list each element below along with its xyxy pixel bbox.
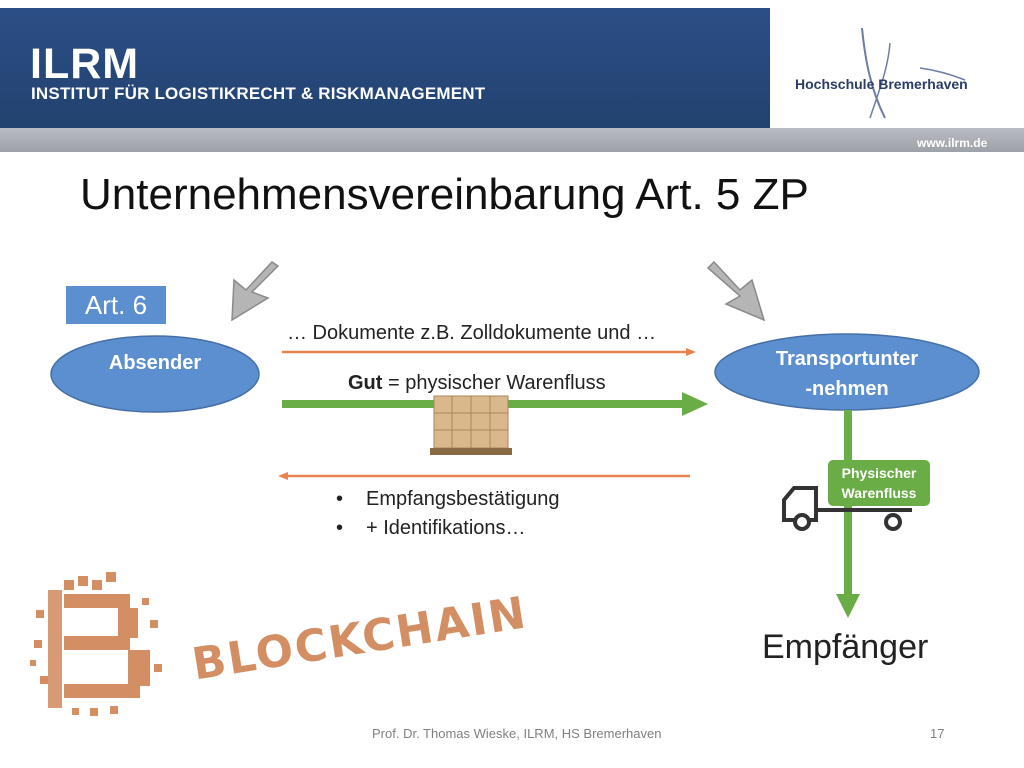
gray-arrow-right [706,260,766,322]
physical-flow-box: Physischer Warenfluss [828,460,930,506]
blockchain-b-logo [30,572,162,716]
goods-label-bold: Gut [348,372,383,394]
goods-label: Gut = physischer Warenfluss [348,372,606,395]
slide-title: Unternehmensvereinbarung Art. 5 ZP [80,170,809,219]
pallet-boxes-icon [430,395,512,455]
sender-ellipse [50,335,260,413]
carrier-label: Transportunter -nehmen [716,344,978,404]
carrier-label-line2: -nehmen [805,378,889,400]
article-badge: Art. 6 [66,286,166,324]
header-stripe [0,128,1024,152]
sender-label: Absender [108,352,202,374]
page-number: 17 [930,726,945,741]
physical-flow-line2: Warenfluss [841,485,917,501]
logo-title: ILRM [30,40,140,88]
gray-arrow-left [231,261,280,322]
return-arrow [278,472,690,480]
list-item: •Empfangsbestätigung [336,488,560,510]
logo-subtitle: INSTITUT FÜR LOGISTIKRECHT & RISKMANAGEM… [31,84,486,103]
physical-flow-line1: Physischer [841,465,917,481]
receiver-label: Empfänger [762,628,929,666]
carrier-label-line1: Transportunter [775,348,919,370]
blockchain-wordmark: BLOCKCHAIN [189,587,531,690]
school-name: Hochschule Bremerhaven [795,76,968,92]
truck-icon [782,486,912,531]
website-url[interactable]: www.ilrm.de [917,136,988,150]
list-item: •+ Identifikations… [336,517,526,539]
school-logo-icon [861,27,966,119]
footer-author: Prof. Dr. Thomas Wieske, ILRM, HS Bremer… [372,726,662,741]
goods-label-rest: = physischer Warenfluss [382,372,606,394]
return-bullets: •Empfangsbestätigung •+ Identifikations… [336,488,559,546]
documents-arrow [282,348,696,356]
physical-flow-arrow [836,410,860,618]
school-logo-panel [770,8,1024,128]
documents-label: … Dokumente z.B. Zolldokumente und … [287,322,657,344]
